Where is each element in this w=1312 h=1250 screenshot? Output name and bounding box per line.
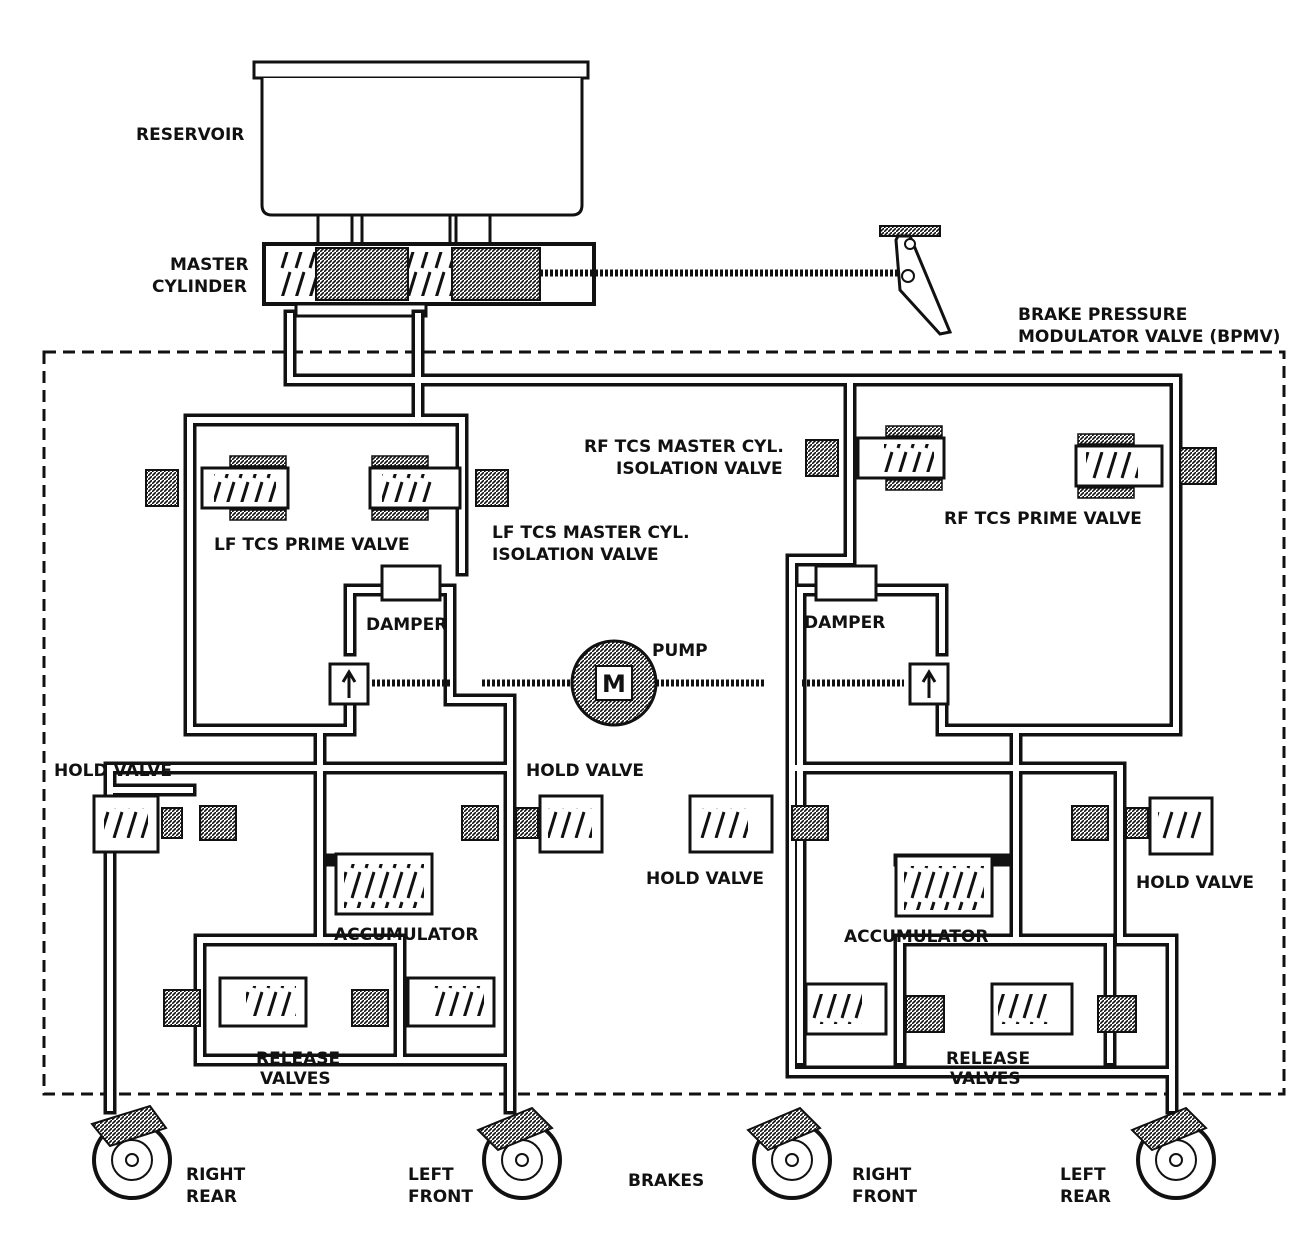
label-reservoir: RESERVOIR — [136, 125, 244, 145]
lf-isolation-valve — [368, 455, 509, 521]
hold-valve-left-rear-right-side — [1071, 796, 1214, 856]
label-lf-prime: LF TCS PRIME VALVE — [214, 535, 410, 555]
label-bpmv-2: MODULATOR VALVE (BPMV) — [1018, 327, 1280, 347]
label-left-rear-2: REAR — [1060, 1187, 1111, 1207]
bpmv-boundary — [42, 350, 1286, 1096]
label-left-front-1: LEFT — [408, 1165, 454, 1185]
label-hold-valve-3: HOLD VALVE — [646, 869, 764, 889]
rf-prime-valve — [1074, 433, 1217, 499]
label-lf-iso-1: LF TCS MASTER CYL. — [492, 523, 690, 543]
label-bpmv-1: BRAKE PRESSURE — [1018, 305, 1187, 325]
label-rf-iso-2: ISOLATION VALVE — [616, 459, 783, 479]
damper-left — [380, 564, 442, 602]
check-valve-left — [328, 662, 370, 706]
check-valve-right — [908, 662, 950, 706]
rf-isolation-valve — [805, 425, 946, 491]
release-valves-right — [804, 982, 1137, 1036]
brake-right-rear — [90, 1104, 172, 1200]
label-master-cylinder-2: CYLINDER — [152, 277, 247, 297]
label-brakes: BRAKES — [628, 1171, 704, 1191]
label-release-left-1: RELEASE — [256, 1049, 340, 1069]
accumulator-left — [334, 852, 434, 916]
brake-left-front — [476, 1106, 562, 1200]
label-release-right-2: VALVES — [950, 1069, 1021, 1089]
label-right-front-2: FRONT — [852, 1187, 917, 1207]
label-left-rear-1: LEFT — [1060, 1165, 1106, 1185]
label-damper-left: DAMPER — [366, 615, 447, 635]
brake-pedal — [879, 225, 953, 336]
brake-left-rear — [1130, 1106, 1216, 1200]
label-right-rear-1: RIGHT — [186, 1165, 246, 1185]
label-lf-iso-2: ISOLATION VALVE — [492, 545, 659, 565]
label-release-left-2: VALVES — [260, 1069, 331, 1089]
reservoir — [252, 60, 590, 247]
hold-valve-right-front — [688, 794, 829, 854]
master-cylinder — [262, 242, 596, 318]
accumulator-right — [894, 854, 994, 918]
label-hold-valve-2: HOLD VALVE — [526, 761, 644, 781]
label-right-rear-2: REAR — [186, 1187, 237, 1207]
damper-right — [814, 564, 878, 602]
label-master-cylinder-1: MASTER — [170, 255, 249, 275]
label-damper-right: DAMPER — [804, 613, 885, 633]
hold-valve-left-rear — [92, 794, 237, 854]
label-accumulator-right: ACCUMULATOR — [844, 927, 988, 947]
label-pump: PUMP — [652, 641, 708, 661]
label-hold-valve-4: HOLD VALVE — [1136, 873, 1254, 893]
label-hold-valve-1: HOLD VALVE — [54, 761, 172, 781]
hold-valve-left-front — [461, 794, 604, 854]
label-pump-motor: M — [602, 670, 626, 698]
label-rf-iso-1: RF TCS MASTER CYL. — [584, 437, 784, 457]
release-valves-left — [163, 976, 496, 1028]
label-left-front-2: FRONT — [408, 1187, 473, 1207]
lf-prime-valve — [145, 455, 290, 521]
label-accumulator-left: ACCUMULATOR — [334, 925, 478, 945]
label-release-right-1: RELEASE — [946, 1049, 1030, 1069]
pump-motor — [570, 639, 658, 727]
label-rf-prime: RF TCS PRIME VALVE — [944, 509, 1142, 529]
brake-right-front — [746, 1106, 832, 1200]
label-right-front-1: RIGHT — [852, 1165, 912, 1185]
